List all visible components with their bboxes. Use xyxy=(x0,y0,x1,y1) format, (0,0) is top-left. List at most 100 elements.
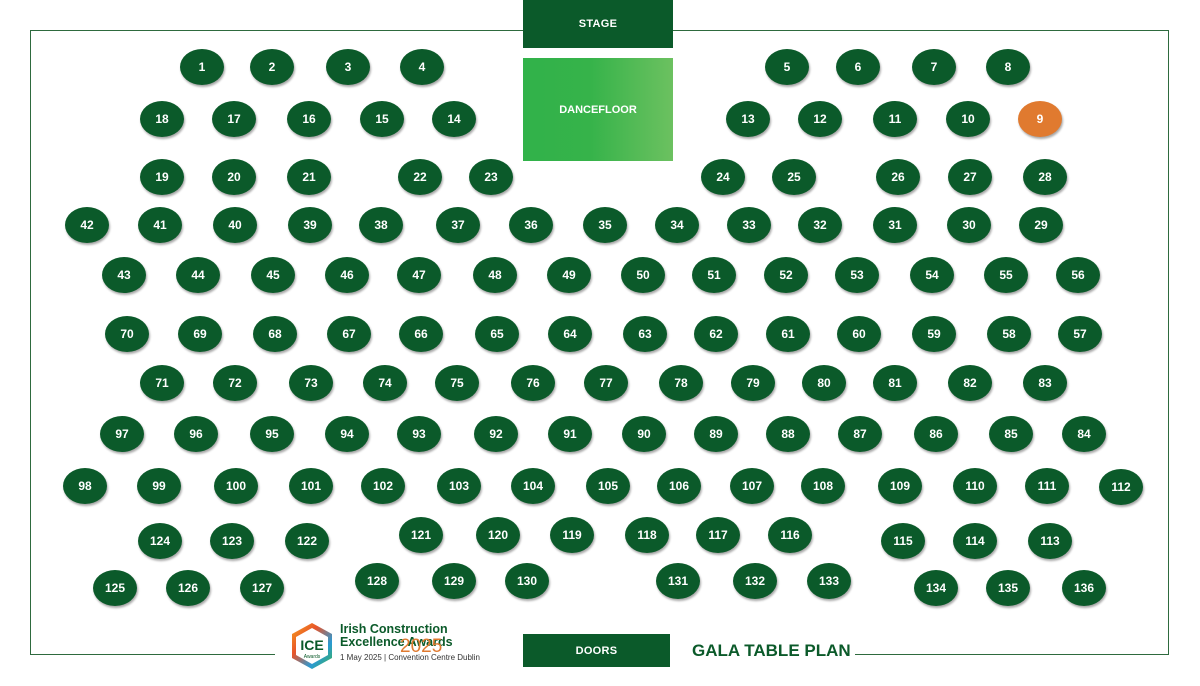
table-118[interactable]: 118 xyxy=(625,517,669,553)
table-23[interactable]: 23 xyxy=(469,159,513,195)
table-129[interactable]: 129 xyxy=(432,563,476,599)
table-74[interactable]: 74 xyxy=(363,365,407,401)
table-115[interactable]: 115 xyxy=(881,523,925,559)
table-132[interactable]: 132 xyxy=(733,563,777,599)
table-33[interactable]: 33 xyxy=(727,207,771,243)
table-63[interactable]: 63 xyxy=(623,316,667,352)
table-117[interactable]: 117 xyxy=(696,517,740,553)
table-135[interactable]: 135 xyxy=(986,570,1030,606)
table-92[interactable]: 92 xyxy=(474,416,518,452)
table-49[interactable]: 49 xyxy=(547,257,591,293)
table-18[interactable]: 18 xyxy=(140,101,184,137)
table-97[interactable]: 97 xyxy=(100,416,144,452)
table-19[interactable]: 19 xyxy=(140,159,184,195)
table-108[interactable]: 108 xyxy=(801,468,845,504)
table-9[interactable]: 9 xyxy=(1018,101,1062,137)
table-131[interactable]: 131 xyxy=(656,563,700,599)
table-20[interactable]: 20 xyxy=(212,159,256,195)
table-125[interactable]: 125 xyxy=(93,570,137,606)
table-5[interactable]: 5 xyxy=(765,49,809,85)
table-79[interactable]: 79 xyxy=(731,365,775,401)
table-77[interactable]: 77 xyxy=(584,365,628,401)
table-70[interactable]: 70 xyxy=(105,316,149,352)
table-8[interactable]: 8 xyxy=(986,49,1030,85)
table-3[interactable]: 3 xyxy=(326,49,370,85)
table-53[interactable]: 53 xyxy=(835,257,879,293)
table-10[interactable]: 10 xyxy=(946,101,990,137)
table-83[interactable]: 83 xyxy=(1023,365,1067,401)
table-98[interactable]: 98 xyxy=(63,468,107,504)
table-58[interactable]: 58 xyxy=(987,316,1031,352)
table-71[interactable]: 71 xyxy=(140,365,184,401)
table-54[interactable]: 54 xyxy=(910,257,954,293)
table-60[interactable]: 60 xyxy=(837,316,881,352)
table-25[interactable]: 25 xyxy=(772,159,816,195)
table-86[interactable]: 86 xyxy=(914,416,958,452)
table-112[interactable]: 112 xyxy=(1099,469,1143,505)
table-46[interactable]: 46 xyxy=(325,257,369,293)
table-11[interactable]: 11 xyxy=(873,101,917,137)
table-113[interactable]: 113 xyxy=(1028,523,1072,559)
table-51[interactable]: 51 xyxy=(692,257,736,293)
table-123[interactable]: 123 xyxy=(210,523,254,559)
table-85[interactable]: 85 xyxy=(989,416,1033,452)
table-87[interactable]: 87 xyxy=(838,416,882,452)
table-24[interactable]: 24 xyxy=(701,159,745,195)
table-134[interactable]: 134 xyxy=(914,570,958,606)
table-90[interactable]: 90 xyxy=(622,416,666,452)
table-1[interactable]: 1 xyxy=(180,49,224,85)
table-21[interactable]: 21 xyxy=(287,159,331,195)
table-107[interactable]: 107 xyxy=(730,468,774,504)
table-101[interactable]: 101 xyxy=(289,468,333,504)
table-56[interactable]: 56 xyxy=(1056,257,1100,293)
table-122[interactable]: 122 xyxy=(285,523,329,559)
table-67[interactable]: 67 xyxy=(327,316,371,352)
table-110[interactable]: 110 xyxy=(953,468,997,504)
table-105[interactable]: 105 xyxy=(586,468,630,504)
table-28[interactable]: 28 xyxy=(1023,159,1067,195)
table-36[interactable]: 36 xyxy=(509,207,553,243)
table-27[interactable]: 27 xyxy=(948,159,992,195)
table-82[interactable]: 82 xyxy=(948,365,992,401)
table-109[interactable]: 109 xyxy=(878,468,922,504)
table-119[interactable]: 119 xyxy=(550,517,594,553)
table-88[interactable]: 88 xyxy=(766,416,810,452)
table-128[interactable]: 128 xyxy=(355,563,399,599)
table-47[interactable]: 47 xyxy=(397,257,441,293)
table-45[interactable]: 45 xyxy=(251,257,295,293)
table-95[interactable]: 95 xyxy=(250,416,294,452)
table-40[interactable]: 40 xyxy=(213,207,257,243)
table-106[interactable]: 106 xyxy=(657,468,701,504)
table-15[interactable]: 15 xyxy=(360,101,404,137)
table-66[interactable]: 66 xyxy=(399,316,443,352)
table-41[interactable]: 41 xyxy=(138,207,182,243)
table-48[interactable]: 48 xyxy=(473,257,517,293)
table-130[interactable]: 130 xyxy=(505,563,549,599)
table-42[interactable]: 42 xyxy=(65,207,109,243)
table-116[interactable]: 116 xyxy=(768,517,812,553)
table-103[interactable]: 103 xyxy=(437,468,481,504)
table-39[interactable]: 39 xyxy=(288,207,332,243)
table-14[interactable]: 14 xyxy=(432,101,476,137)
table-76[interactable]: 76 xyxy=(511,365,555,401)
table-38[interactable]: 38 xyxy=(359,207,403,243)
table-81[interactable]: 81 xyxy=(873,365,917,401)
table-30[interactable]: 30 xyxy=(947,207,991,243)
table-64[interactable]: 64 xyxy=(548,316,592,352)
table-55[interactable]: 55 xyxy=(984,257,1028,293)
table-114[interactable]: 114 xyxy=(953,523,997,559)
table-4[interactable]: 4 xyxy=(400,49,444,85)
table-91[interactable]: 91 xyxy=(548,416,592,452)
table-84[interactable]: 84 xyxy=(1062,416,1106,452)
table-69[interactable]: 69 xyxy=(178,316,222,352)
table-6[interactable]: 6 xyxy=(836,49,880,85)
table-29[interactable]: 29 xyxy=(1019,207,1063,243)
table-17[interactable]: 17 xyxy=(212,101,256,137)
table-13[interactable]: 13 xyxy=(726,101,770,137)
table-26[interactable]: 26 xyxy=(876,159,920,195)
table-72[interactable]: 72 xyxy=(213,365,257,401)
table-136[interactable]: 136 xyxy=(1062,570,1106,606)
table-75[interactable]: 75 xyxy=(435,365,479,401)
table-104[interactable]: 104 xyxy=(511,468,555,504)
table-96[interactable]: 96 xyxy=(174,416,218,452)
